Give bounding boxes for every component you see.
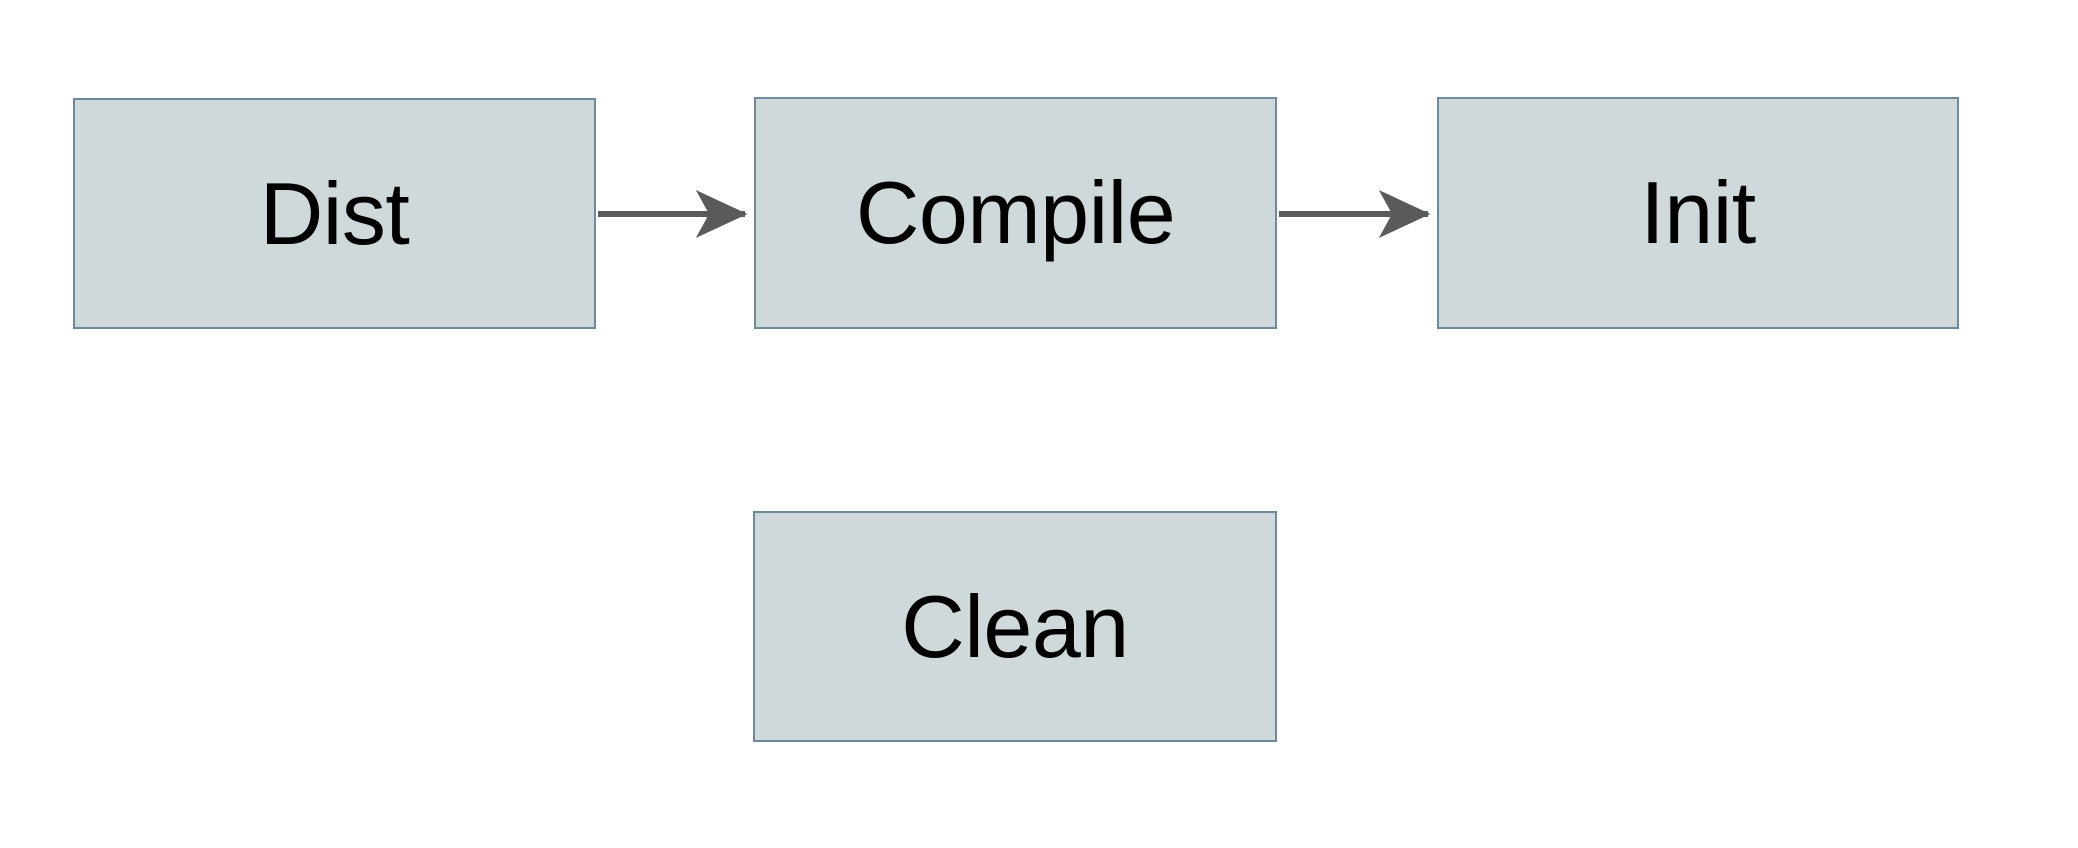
node-init-label: Init	[1640, 163, 1756, 262]
node-clean-label: Clean	[901, 576, 1129, 676]
node-compile-label: Compile	[855, 163, 1176, 262]
node-dist[interactable]: Dist	[73, 98, 596, 329]
node-clean[interactable]: Clean	[753, 511, 1277, 742]
node-init[interactable]: Init	[1437, 97, 1959, 329]
node-compile[interactable]: Compile	[754, 97, 1277, 329]
node-dist-label: Dist	[259, 163, 410, 263]
